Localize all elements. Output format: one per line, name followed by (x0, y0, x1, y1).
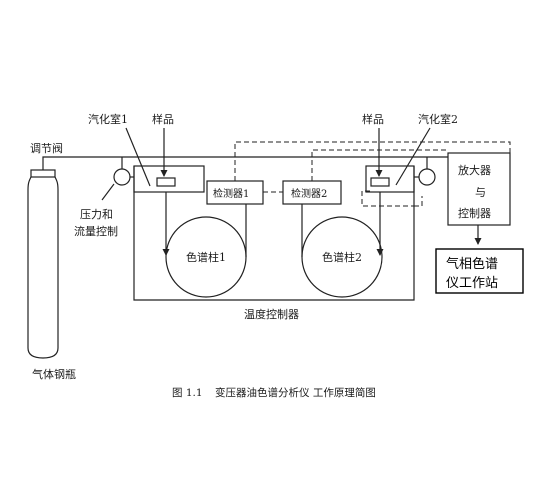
sample-2-label: 样品 (362, 112, 384, 126)
amplifier-label-line2: 与 (475, 186, 486, 199)
carrier-gas-line (42, 156, 448, 162)
figure-caption: 变压器油色谱分析仪 工作原理简图 (215, 386, 376, 399)
amplifier-label-line3: 控制器 (458, 206, 491, 220)
oven-enclosure (133, 166, 415, 301)
pressure-flow-label-line1: 压力和 (80, 208, 113, 221)
pressure-flow-controller-1 (113, 168, 131, 186)
column-2-label: 色谱柱2 (322, 250, 362, 264)
detector-1-label: 检测器1 (213, 187, 249, 200)
figure-number: 图 1.1 (172, 387, 203, 399)
injector-port-1 (156, 177, 176, 187)
amplifier-controller (447, 152, 511, 226)
signal-line-2 (311, 149, 448, 181)
workstation-label-line2: 仪工作站 (446, 276, 498, 291)
sample-1-label: 样品 (152, 112, 174, 126)
vaporizer-2 (365, 165, 415, 193)
gas-cylinder-label: 气体钢瓶 (32, 367, 76, 381)
injector-port-2 (370, 177, 390, 187)
regulating-valve-label: 调节阀 (30, 141, 63, 155)
signal-line-1 (234, 141, 511, 181)
amplifier-label-line1: 放大器 (458, 163, 491, 177)
detector-2-label: 检测器2 (291, 187, 327, 200)
gas-cylinder (27, 162, 59, 359)
temperature-controller-label: 温度控制器 (244, 307, 299, 321)
vaporizer-1-label: 汽化室1 (88, 112, 128, 126)
pressure-flow-controller-2 (418, 168, 436, 186)
vaporizer-2-label: 汽化室2 (418, 112, 458, 126)
gc-workstation (435, 248, 524, 294)
workstation-label-line1: 气相色谱 (446, 256, 498, 272)
column-1-label: 色谱柱1 (186, 250, 226, 264)
pressure-flow-label-line2: 流量控制 (74, 224, 118, 238)
vaporizer-1 (133, 165, 205, 193)
